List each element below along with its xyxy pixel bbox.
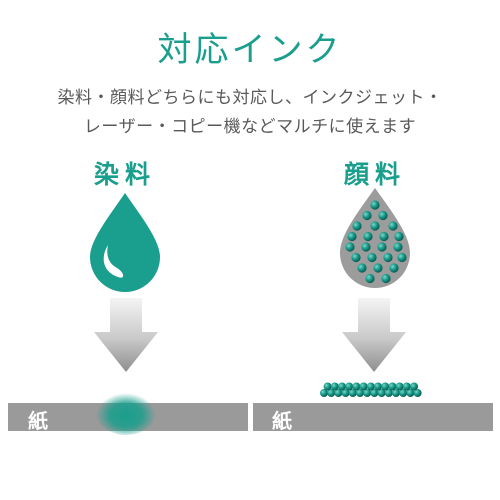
pigment-particle xyxy=(365,273,375,284)
pigment-particle xyxy=(402,382,411,391)
description-line-1: 染料・顔料どちらにも対応し、インクジェット・ xyxy=(57,88,443,108)
pigment-particle xyxy=(383,252,393,263)
pigment-particle xyxy=(362,210,372,221)
pigment-particle xyxy=(388,221,398,231)
paper-bar-pigment xyxy=(253,403,493,431)
pigment-particle xyxy=(367,252,377,263)
pigment-particle xyxy=(327,389,336,397)
pigment-particle xyxy=(351,252,361,263)
pigment-particle xyxy=(388,382,397,391)
pigment-particle xyxy=(397,252,407,263)
pigment-particle xyxy=(345,242,355,252)
pigment-particle xyxy=(338,382,346,391)
pigment-particle xyxy=(352,221,362,231)
pigment-particle xyxy=(377,242,387,252)
pigment-particle xyxy=(356,389,364,397)
pigment-particle xyxy=(378,210,388,221)
pigment-particle xyxy=(363,231,373,242)
pigment-particle xyxy=(374,382,382,391)
description: 染料・顔料どちらにも対応し、インクジェット・ レーザー・コピー機などマルチに使え… xyxy=(0,84,500,142)
pigment-particle xyxy=(370,389,379,397)
pigment-particle xyxy=(384,389,393,397)
pigment-particle xyxy=(359,382,368,391)
paper-label-dye: 紙 xyxy=(28,409,48,433)
pigment-particle xyxy=(394,231,404,242)
description-line-2: レーザー・コピー機などマルチに使えます xyxy=(83,117,417,137)
pigment-particle xyxy=(357,263,367,273)
dye-soak xyxy=(96,391,156,435)
paper-label-pigment: 紙 xyxy=(272,409,292,433)
pigment-particle xyxy=(381,273,391,284)
pigment-particle xyxy=(330,382,339,391)
pigment-particle xyxy=(352,382,361,391)
pigment-particle xyxy=(399,389,408,397)
pigment-particle xyxy=(348,389,357,397)
pigment-particle xyxy=(347,231,357,242)
pigment-particle xyxy=(370,221,380,231)
pigment-particle xyxy=(370,200,380,210)
pigment-particle xyxy=(389,263,399,273)
pigment-particle xyxy=(392,389,400,397)
pigment-label: 顔料 xyxy=(343,160,406,189)
pigment-particle xyxy=(345,382,354,391)
pigment-particle xyxy=(363,389,372,397)
pigment-particle xyxy=(395,382,404,391)
pigment-particle xyxy=(373,263,383,273)
pigment-particle xyxy=(366,382,375,391)
pigment-particle xyxy=(341,389,350,397)
pigment-particle xyxy=(413,389,422,397)
pigment-drop-icon xyxy=(340,188,410,288)
pigment-particle xyxy=(320,389,328,397)
ink-drop-icon xyxy=(90,193,160,292)
pigment-particle xyxy=(361,242,371,252)
pigment-particle xyxy=(410,382,418,391)
pigment-particle xyxy=(334,389,343,397)
pigment-particle xyxy=(393,242,403,252)
pigment-particle xyxy=(379,231,389,242)
pigment-particle xyxy=(323,382,332,391)
dye-label: 染料 xyxy=(93,160,156,189)
pigment-particle xyxy=(406,389,415,397)
pigment-particle xyxy=(377,389,386,397)
pigment-particle xyxy=(381,382,390,391)
down-arrow-icon xyxy=(94,298,158,372)
down-arrow-icon xyxy=(342,298,406,372)
pigment-particles xyxy=(320,382,422,397)
page-title: 対応インク xyxy=(157,30,343,70)
